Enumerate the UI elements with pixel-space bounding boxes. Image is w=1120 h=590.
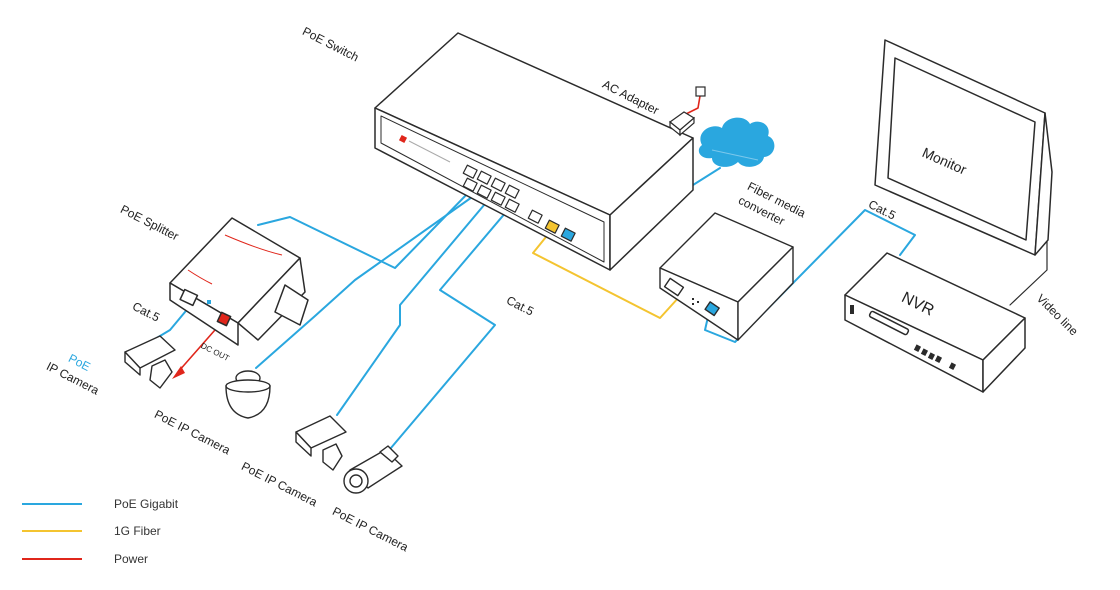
legend-swatch-power bbox=[22, 558, 82, 560]
legend-label-poe-gigabit: PoE Gigabit bbox=[114, 497, 179, 511]
fiber-media-converter[interactable] bbox=[659, 212, 794, 341]
nvr-device[interactable] bbox=[844, 252, 1026, 393]
box-camera bbox=[295, 415, 347, 471]
splitter-red-stripe-2 bbox=[224, 234, 283, 256]
power-arrow-head bbox=[172, 366, 185, 379]
nvr-disk-slot bbox=[868, 310, 910, 336]
nvr-buttons bbox=[850, 305, 957, 371]
monitor bbox=[874, 39, 1053, 256]
box-camera-mount bbox=[322, 443, 343, 471]
bullet-camera-mount bbox=[379, 445, 399, 463]
legend-label-power: Power bbox=[114, 552, 149, 566]
dome-camera-ring bbox=[225, 379, 271, 393]
dome-camera-body bbox=[225, 385, 271, 419]
cloud-highlight bbox=[711, 149, 759, 161]
switch-front-bevel bbox=[380, 115, 605, 263]
legend-label-1g-fiber: 1G Fiber bbox=[114, 524, 161, 538]
nvr-side bbox=[982, 317, 1026, 393]
monitor-screen bbox=[887, 57, 1036, 241]
bullet-camera bbox=[343, 445, 403, 494]
monitor-stand bbox=[1034, 112, 1053, 256]
cable-switch-to-splitter bbox=[257, 189, 472, 269]
switch-logo-text bbox=[408, 140, 451, 163]
splitter-red-stripe bbox=[187, 269, 213, 285]
left-camera-front bbox=[124, 351, 141, 376]
left-ip-camera bbox=[124, 335, 176, 389]
cloud-icon bbox=[698, 117, 775, 167]
converter-side bbox=[737, 246, 794, 341]
splitter-side bbox=[237, 257, 306, 341]
box-camera-front bbox=[295, 431, 312, 457]
switch-logo bbox=[398, 134, 408, 144]
splitter-port-led bbox=[207, 300, 211, 304]
legend-item-1g-fiber: 1G Fiber bbox=[22, 524, 161, 538]
cable-switch-to-bullet-camera bbox=[384, 204, 513, 456]
cable-switch-to-dome-camera bbox=[255, 189, 483, 369]
switch-side bbox=[609, 137, 694, 271]
cable-converter-to-nvr bbox=[704, 209, 916, 343]
splitter-rj45-port bbox=[179, 288, 199, 307]
cable-fiber-switch-to-converter bbox=[532, 231, 681, 319]
wall-plug bbox=[695, 86, 706, 97]
ac-adapter bbox=[669, 86, 706, 137]
bullet-camera-lens-inner bbox=[349, 474, 363, 488]
switch-ports bbox=[462, 164, 576, 242]
cloud-shape bbox=[698, 117, 775, 167]
legend-swatch-poe-gigabit bbox=[22, 503, 82, 505]
poe-switch[interactable] bbox=[374, 32, 694, 271]
adapter-brick-front bbox=[679, 116, 695, 137]
dome-camera bbox=[225, 370, 271, 419]
converter-port-fiber bbox=[663, 277, 685, 297]
splitter-dc-out-port bbox=[216, 311, 232, 327]
poe-splitter[interactable] bbox=[169, 217, 309, 346]
left-camera-mount bbox=[149, 359, 173, 389]
cable-power-adapter bbox=[685, 95, 701, 115]
legend-item-power: Power bbox=[22, 552, 148, 566]
legend-swatch-1g-fiber bbox=[22, 530, 82, 532]
splitter-mount-ear bbox=[274, 284, 309, 326]
converter-port-rj45 bbox=[704, 301, 720, 317]
converter-leds bbox=[692, 298, 699, 305]
legend-item-poe-gigabit: PoE Gigabit bbox=[22, 497, 178, 511]
cable-switch-to-box-camera bbox=[336, 191, 496, 416]
